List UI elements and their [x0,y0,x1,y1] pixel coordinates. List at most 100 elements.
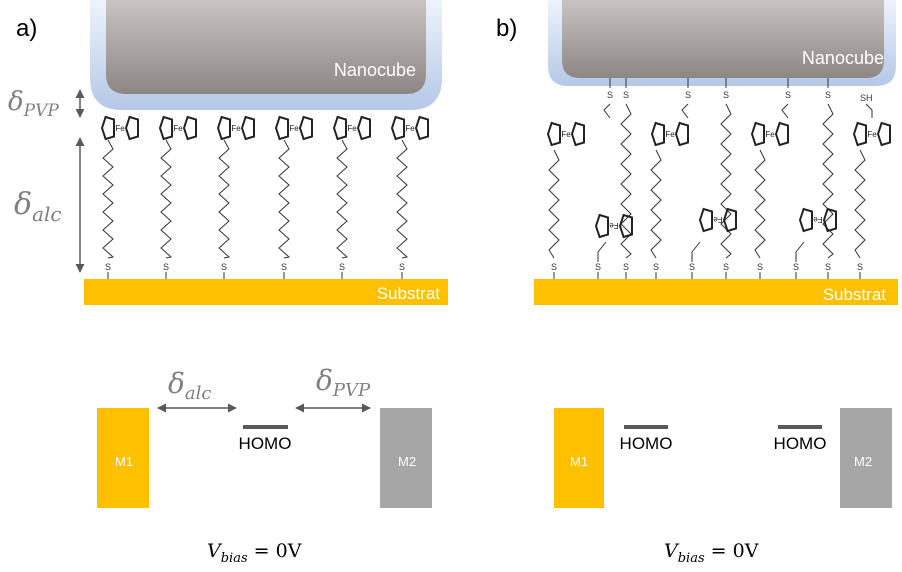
substrate-b-label: Substrat [823,285,887,304]
sulfur-label: S [281,262,287,272]
sulfur-label: S [221,262,227,272]
iron-label: Fe [289,124,299,133]
cyclopentadienyl-ring [698,207,713,233]
cyclopentadienyl-ring [876,121,891,147]
delta-alc-a-label: δalc [14,187,62,226]
short-linker [597,241,607,262]
sulfur-label: S [623,90,629,100]
cyclopentadienyl-ring [240,115,255,141]
thiol-label: SH [860,93,873,103]
sulfur-label: S [551,262,557,272]
cyclopentadienyl-ring [332,115,347,141]
sulfur-label: S [825,262,831,272]
alkyl-chain [278,139,291,259]
ferrocene-unit: Fe [594,213,633,239]
delta-pvp-a-label: δPVP [8,87,59,121]
homo-label-a: HOMO [239,434,292,453]
alkyl-chain [160,139,173,259]
substrate-b [534,279,898,305]
sulfur-label: S [757,262,763,272]
short-linker [681,103,689,119]
m1-block-b [554,408,604,508]
ferrocene-unit: Fe [216,115,255,141]
sulfur-label: S [607,90,613,100]
ferrocene-unit: Fe [852,121,891,147]
cyclopentadienyl-ring [182,115,197,141]
alkyl-chain [854,149,866,259]
iron-label: Fe [561,130,571,139]
cyclopentadienyl-ring [274,115,289,141]
delta-alc-energy-label: δalc [168,367,211,404]
sulfur-label: S [785,90,791,100]
sulfur-label: S [689,262,695,272]
cyclopentadienyl-ring [674,121,689,147]
panel-b-label: b) [496,15,517,42]
cyclopentadienyl-ring [216,115,231,141]
cyclopentadienyl-ring [100,115,115,141]
ferrocene-unit: Fe [546,121,585,147]
alkyl-chain [218,139,231,259]
sulfur-label: S [793,262,799,272]
iron-label: Fe [347,124,357,133]
short-linker [781,103,789,119]
short-linker [691,241,701,262]
alkyl-chain [336,139,349,259]
ferrocene-unit: Fe [390,115,429,141]
cyclopentadienyl-ring [594,213,609,239]
alkyl-chain [650,149,662,259]
alkyl-chain [396,139,409,259]
energy-diagram-a: M1 M2 HOMO δalc δPVP Vbias= 0V [97,364,432,566]
cyclopentadienyl-ring [650,121,665,147]
iron-label: Fe [609,221,619,230]
m2-label-b: M2 [854,454,872,469]
ferrocene-unit: Fe [650,121,689,147]
cyclopentadienyl-ring [414,115,429,141]
cyclopentadienyl-ring [124,115,139,141]
sulfur-label: S [723,262,729,272]
sulfur-label: S [595,262,601,272]
thiol-linker [865,103,873,118]
sulfur-label: S [825,90,831,100]
alkyl-chain [754,149,766,259]
cyclopentadienyl-ring [546,121,561,147]
alkyl-chain [102,139,115,259]
ferrocene-unit: Fe [332,115,371,141]
ferrocene-unit: Fe [798,207,837,233]
iron-label: Fe [231,124,241,133]
iron-label: Fe [405,124,415,133]
short-linker [795,241,805,262]
vbias-label-b: Vbias= 0V [664,540,759,566]
homo-label-b-right: HOMO [774,434,827,453]
sulfur-label: S [857,262,863,272]
ferrocene-unit: Fe [100,115,139,141]
iron-label: Fe [765,130,775,139]
sulfur-label: S [399,262,405,272]
nanocube-b-core [562,0,884,78]
iron-label: Fe [173,124,183,133]
delta-pvp-energy-label: δPVP [316,364,371,401]
alkyl-chain [720,103,732,259]
homo-label-b-left: HOMO [620,434,673,453]
vbias-label-a: Vbias= 0V [207,540,302,566]
short-linker [603,103,611,119]
cyclopentadienyl-ring [298,115,313,141]
cyclopentadienyl-ring [570,121,585,147]
nanocube-a-core [106,0,426,94]
nanocube-a-label: Nanocube [334,60,416,80]
cyclopentadienyl-ring [774,121,789,147]
m1-label-b: M1 [570,454,588,469]
ferrocene-unit: Fe [750,121,789,147]
m2-block-b [840,408,892,508]
cyclopentadienyl-ring [158,115,173,141]
sulfur-label: S [105,262,111,272]
iron-label: Fe [867,130,877,139]
nanocube-b-label: Nanocube [802,48,884,68]
cyclopentadienyl-ring [722,207,737,233]
substrate-a-label: Substrat [377,284,441,303]
cyclopentadienyl-ring [852,121,867,147]
sulfur-label: S [685,90,691,100]
cyclopentadienyl-ring [618,213,633,239]
